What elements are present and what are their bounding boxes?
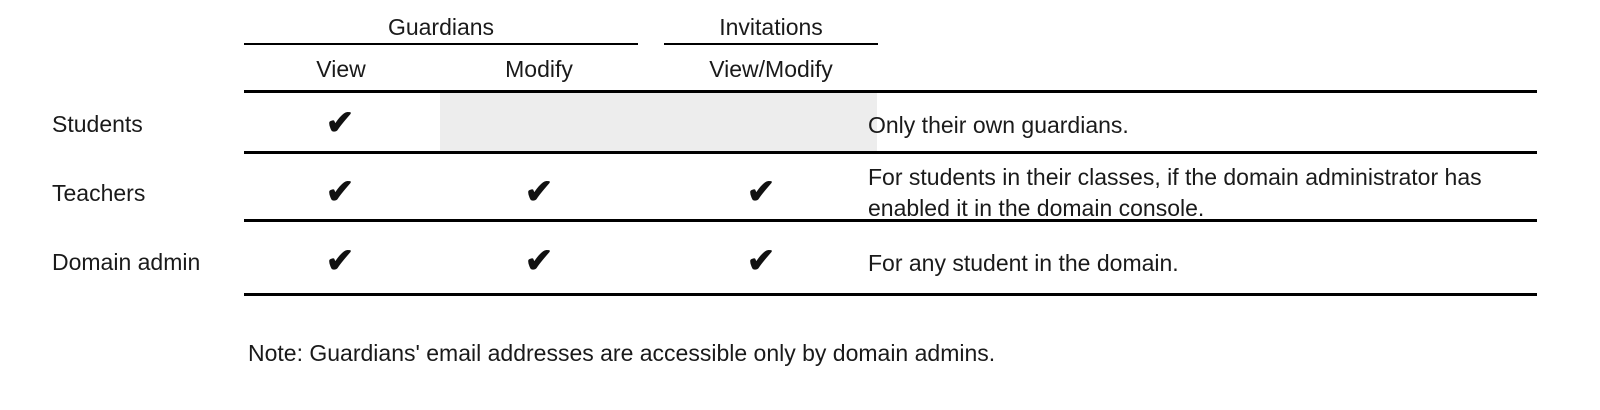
table-footnote: Note: Guardians' email addresses are acc… [248, 340, 996, 366]
column-header-view: View [316, 56, 366, 82]
check-icon-students-guardians-view: ✔ [325, 104, 355, 142]
check-icon-domain-admin-guardians-view: ✔ [325, 242, 355, 280]
table-rule-after-students [244, 151, 1537, 154]
table-rule-header [244, 90, 1537, 93]
column-group-rule-invitations [664, 43, 878, 45]
table-rule-after-teachers [244, 219, 1537, 222]
row-description-students: Only their own guardians. [868, 112, 1129, 138]
row-label-domain-admin: Domain admin [52, 249, 201, 275]
row-description-teachers: For students in their classes, if the do… [868, 164, 1482, 221]
check-icon-teachers-guardians-modify: ✔ [524, 173, 554, 211]
check-icon-domain-admin-invitations-view-modify: ✔ [746, 242, 776, 280]
check-icon-teachers-invitations-view-modify: ✔ [746, 173, 776, 211]
cell-students-guardians-modify-disabled [440, 93, 877, 151]
column-header-modify: Modify [505, 56, 573, 82]
column-group-invitations: Invitations [719, 14, 823, 40]
table-column-group-header: Guardians Invitations [0, 12, 1600, 48]
row-description-domain-admin: For any student in the domain. [868, 250, 1179, 276]
column-header-view-modify: View/Modify [709, 56, 833, 82]
column-group-guardians: Guardians [387, 14, 495, 40]
row-label-students: Students [52, 111, 143, 137]
table-column-header: View Modify View/Modify [0, 54, 1600, 88]
check-icon-teachers-guardians-view: ✔ [325, 173, 355, 211]
column-group-rule-guardians [244, 43, 638, 45]
check-icon-domain-admin-guardians-modify: ✔ [524, 242, 554, 280]
table-rule-bottom [244, 293, 1537, 296]
row-label-teachers: Teachers [52, 180, 146, 206]
